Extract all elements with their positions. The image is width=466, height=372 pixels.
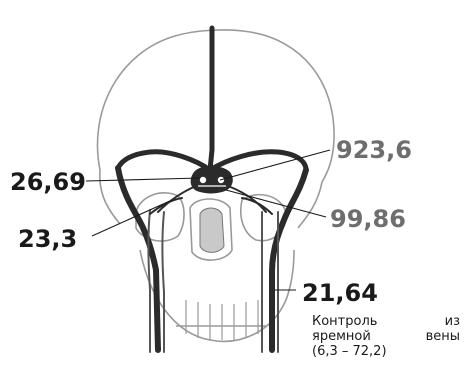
left-inner-vessel-a <box>149 210 151 352</box>
nasal-cavity-fill <box>200 208 224 252</box>
control-note-line-3: (6,3 – 72,2) <box>312 344 460 359</box>
control-note: Контроль из яремной вены (6,3 – 72,2) <box>312 314 460 359</box>
control-note-line-2: яремной вены <box>312 329 460 344</box>
label-left-lower-value: 23,3 <box>18 227 77 251</box>
label-right-mid-value: 99,86 <box>330 207 406 231</box>
cavernous-sinus <box>191 166 233 194</box>
control-note-line-1: Контроль из <box>312 314 460 329</box>
right-branch-veins <box>228 186 272 214</box>
leader-26-69 <box>86 178 200 181</box>
label-top-right-value: 923,6 <box>336 138 412 162</box>
label-left-upper-value: 26,69 <box>10 170 86 194</box>
left-transverse-sinus <box>118 152 210 170</box>
teeth-outline <box>186 300 258 340</box>
left-inner-vessel-b <box>163 212 165 352</box>
label-right-lower-value: 21,64 <box>302 281 378 305</box>
left-temporal-outline <box>100 170 120 224</box>
left-branch-veins <box>150 186 196 214</box>
sagittal-sinus <box>210 28 212 170</box>
leader-923 <box>220 150 330 180</box>
